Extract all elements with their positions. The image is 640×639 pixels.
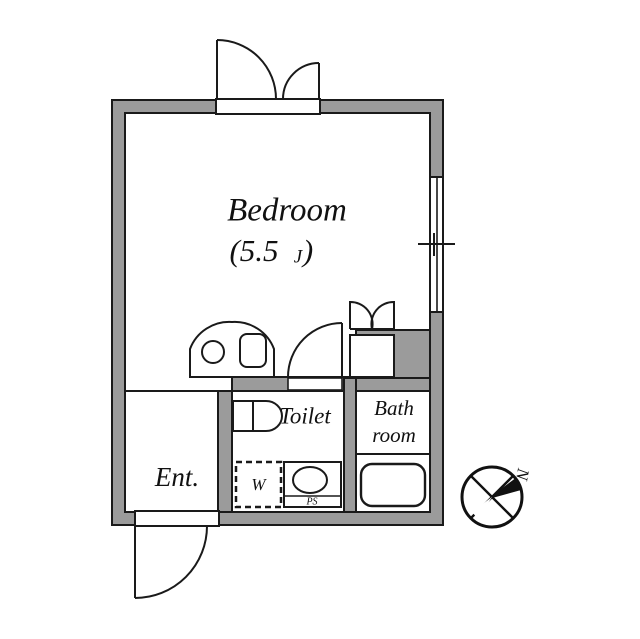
bathroom-label-line1: Bath (374, 396, 414, 420)
compass-needle (491, 477, 523, 498)
bedroom-label: Bedroom (227, 193, 347, 229)
balcony-door (215, 39, 321, 115)
kitchen-unit (189, 320, 275, 378)
washer-label: W (251, 475, 267, 494)
toilet-room-label: Toilet (279, 403, 331, 428)
bathroom-label-line2: room (372, 423, 416, 447)
washer-space: W (234, 460, 283, 509)
compass-needle-tail (472, 497, 492, 519)
bath-room: Bath room (355, 390, 431, 513)
entrance-door-opening (134, 510, 220, 527)
balcony-door-arc-right (282, 62, 320, 100)
room-floors (125, 113, 430, 512)
toilet-room: W PS Toilet (231, 390, 345, 513)
bedroom-door (287, 322, 343, 391)
toilet-bowl-icon (232, 400, 283, 432)
room-text-labels: Bedroom (5.5 J ) Ent. (154, 193, 347, 493)
entrance-door (134, 510, 220, 599)
bedroom-size-unit: J (294, 246, 304, 267)
closet-door-swings (349, 300, 395, 330)
entrance-door-arc (134, 525, 208, 599)
partition-toilet-bath (343, 376, 357, 513)
compass-north-label: N (512, 466, 533, 483)
balcony-door-arc-left (216, 39, 277, 100)
ps-label: PS (305, 496, 317, 507)
closet-body (349, 334, 395, 378)
bedroom-floor (125, 113, 430, 391)
window-east (418, 176, 455, 313)
kitchen-burner-icon (201, 340, 225, 364)
bedroom-door-opening (287, 377, 343, 391)
bedroom-size-label: (5.5 J ) (229, 233, 313, 268)
kitchen-sink-icon (239, 333, 267, 368)
vanity-sink-unit: PS (283, 461, 342, 508)
closet (349, 300, 395, 378)
partition-hall-vertical (217, 376, 233, 513)
entrance-floor (125, 391, 218, 512)
compass-rose: N (460, 465, 533, 529)
bathtub-icon (359, 462, 427, 508)
bedroom-door-arc (287, 322, 343, 378)
entrance-label: Ent. (154, 462, 199, 492)
bedroom-size-close: ) (301, 233, 313, 268)
bedroom-size-open: (5.5 (229, 233, 278, 268)
balcony-door-opening (215, 98, 321, 115)
